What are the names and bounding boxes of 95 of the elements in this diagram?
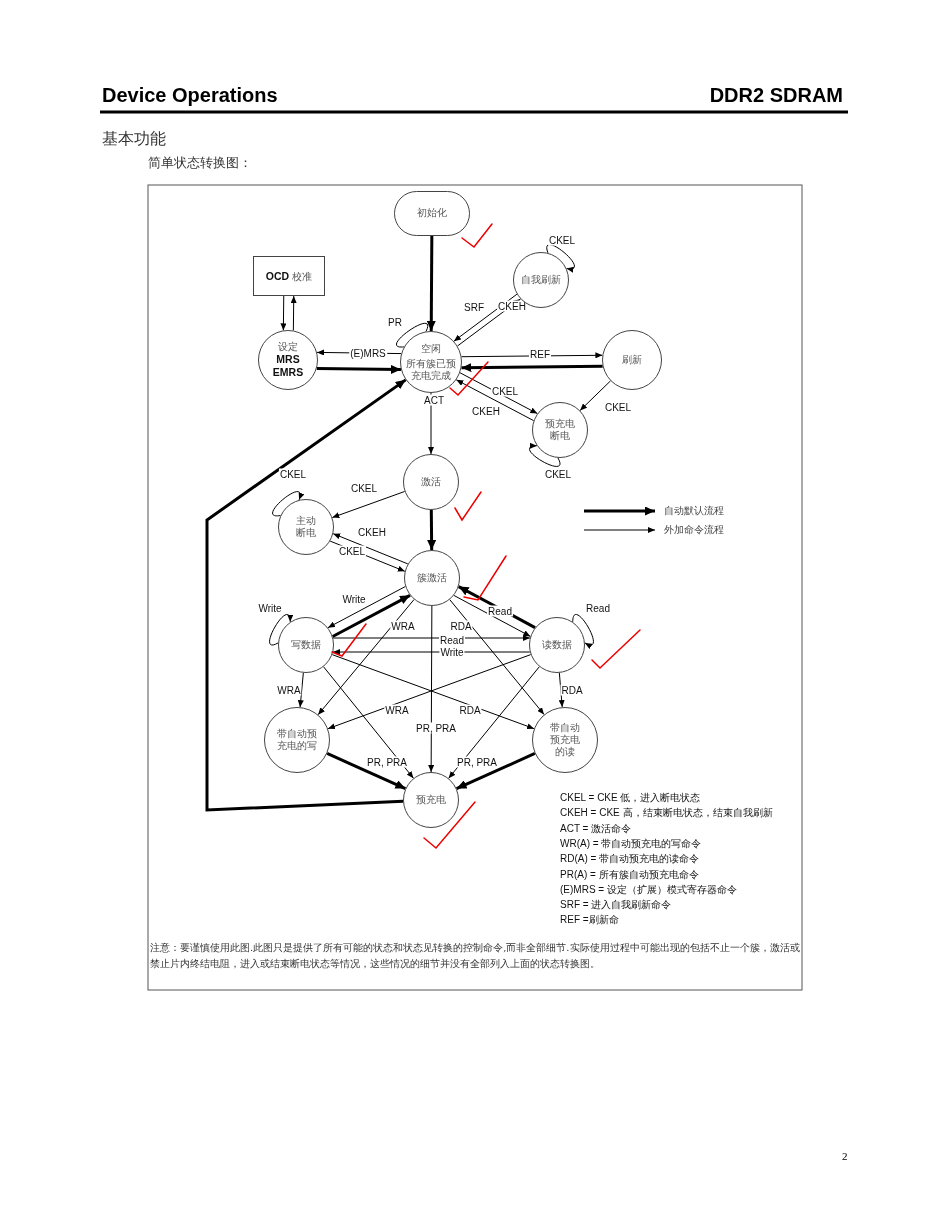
edge-label: SRF	[463, 301, 485, 313]
edge-label: ACT	[423, 394, 445, 406]
glossary-entry: ACT = 激活命令	[560, 821, 632, 836]
edge-label: CKEL	[603, 401, 633, 413]
arrow	[461, 352, 603, 359]
edge-label: Read	[487, 605, 513, 617]
state-label: 主动断电	[295, 515, 317, 539]
arrow	[529, 443, 561, 467]
arrow	[455, 379, 535, 422]
state-label: 带自动预充电的写	[276, 728, 318, 752]
state-label: 簇激活	[416, 572, 448, 584]
arrow	[453, 594, 531, 637]
edge-label: WRA	[276, 684, 302, 696]
edge-label: Write	[341, 593, 367, 605]
state-label: 带自动预充电的读	[549, 722, 581, 758]
arrow	[449, 599, 545, 715]
arrow	[323, 666, 414, 779]
edge-label: RDA	[449, 620, 473, 632]
arrow	[546, 244, 575, 272]
edge-label: RDA	[458, 704, 482, 716]
glossary-entry: REF =刷新命	[560, 913, 619, 928]
edge-label: RDA	[560, 684, 584, 696]
arrow	[461, 363, 603, 373]
edge-label: WRA	[384, 704, 410, 716]
arrow	[280, 295, 287, 331]
arrow	[579, 380, 611, 411]
arrow	[269, 614, 293, 646]
edge-label: CKEL	[337, 545, 367, 557]
state-label: 读数据	[541, 639, 573, 651]
edge-label: CKEH	[471, 405, 501, 417]
glossary-entry: PR(A) = 所有簇自动预充电命令	[560, 867, 699, 882]
edge-label: CKEL	[349, 482, 379, 494]
glossary-entry: RD(A) = 带自动预充电的读命令	[560, 852, 700, 867]
edge-label: CKEL	[490, 385, 520, 397]
edge-label: Write	[257, 602, 283, 614]
state-label: 写数据	[290, 639, 322, 651]
arrow	[331, 594, 411, 638]
edge-label: PR	[387, 316, 403, 328]
arrow	[327, 586, 406, 629]
glossary-entry: CKEL = CKE 低，进入断电状态	[560, 791, 701, 805]
state-label: 预充电	[415, 794, 447, 806]
arrow	[316, 364, 401, 374]
legend-label: 外加命令流程	[664, 523, 724, 537]
edge-label: Read	[585, 602, 611, 614]
connector-line	[396, 322, 429, 348]
legend-label: 自动默认流程	[664, 504, 724, 518]
edge-label: REF	[529, 348, 551, 360]
edge-label: (E)MRS	[349, 347, 387, 359]
arrow	[428, 605, 435, 773]
arrow	[290, 295, 297, 331]
glossary-entry: CKEH = CKE 高，结束断电状态，结束自我刷新	[560, 806, 773, 821]
edge-label: CKEL	[543, 468, 573, 480]
arrow	[331, 491, 406, 518]
arrow	[448, 666, 540, 779]
state-label: 自我刷新	[520, 274, 562, 286]
state-label: 所有簇已预充电完成	[405, 357, 457, 382]
arrow	[428, 392, 434, 455]
note-text: 注意：要谨慎使用此图.此图只是提供了所有可能的状态和状态见转换的控制命令,而非全部细节.实际使用过程中可能出现的包括不止一个簇，激活或禁止片内终结电阻，进入或结束断电状态等情况，这些情况的细节并没有全部列入上面的状态转换图。	[150, 941, 800, 971]
arrow	[272, 491, 304, 517]
page-header: Device Operations	[102, 84, 278, 107]
edge-label: PR, PRA	[366, 756, 408, 768]
arrow	[426, 235, 436, 331]
edge-label: CKEL	[278, 468, 308, 480]
arrow	[427, 510, 437, 550]
process-box	[253, 256, 325, 296]
arrow	[332, 533, 409, 565]
arrow	[332, 635, 531, 641]
subheading: 简单状态转换图：	[148, 154, 252, 172]
edge-label: CKEL	[547, 234, 577, 246]
glossary-entry: SRF = 进入自我刷新命令	[560, 898, 672, 913]
state-label: 预充电断电	[544, 418, 576, 442]
arrow	[572, 614, 594, 649]
arrow	[455, 752, 536, 790]
arrow	[317, 599, 415, 716]
state-label: OCD 校准	[265, 269, 313, 283]
edge-label: CKEH	[357, 526, 387, 538]
page-number: 2	[842, 1150, 848, 1162]
glossary-entry: (E)MRS = 设定（扩展）模式寄存器命令	[560, 882, 737, 897]
edge-label: PR, PRA	[415, 722, 457, 734]
arrow	[205, 378, 407, 812]
glossary-entry: WR(A) = 带自动预充电的写命令	[560, 836, 702, 851]
state-label: 刷新	[621, 354, 643, 366]
edge-label: WRA	[390, 620, 416, 632]
edge-label: PR, PRA	[456, 756, 498, 768]
page-header: DDR2 SDRAM	[708, 84, 843, 107]
edge-label: Read	[439, 634, 465, 646]
edge-label: Write	[439, 646, 465, 658]
section-heading: 基本功能	[102, 129, 166, 150]
state-label: 初始化	[417, 207, 447, 219]
arrow	[332, 649, 531, 655]
state-label: 空闲	[420, 342, 442, 355]
edge-label: CKEH	[497, 300, 527, 312]
state-label: 设定 MRS EMRS	[271, 341, 305, 379]
arrow	[326, 752, 407, 790]
state-label: 激活	[420, 476, 442, 488]
